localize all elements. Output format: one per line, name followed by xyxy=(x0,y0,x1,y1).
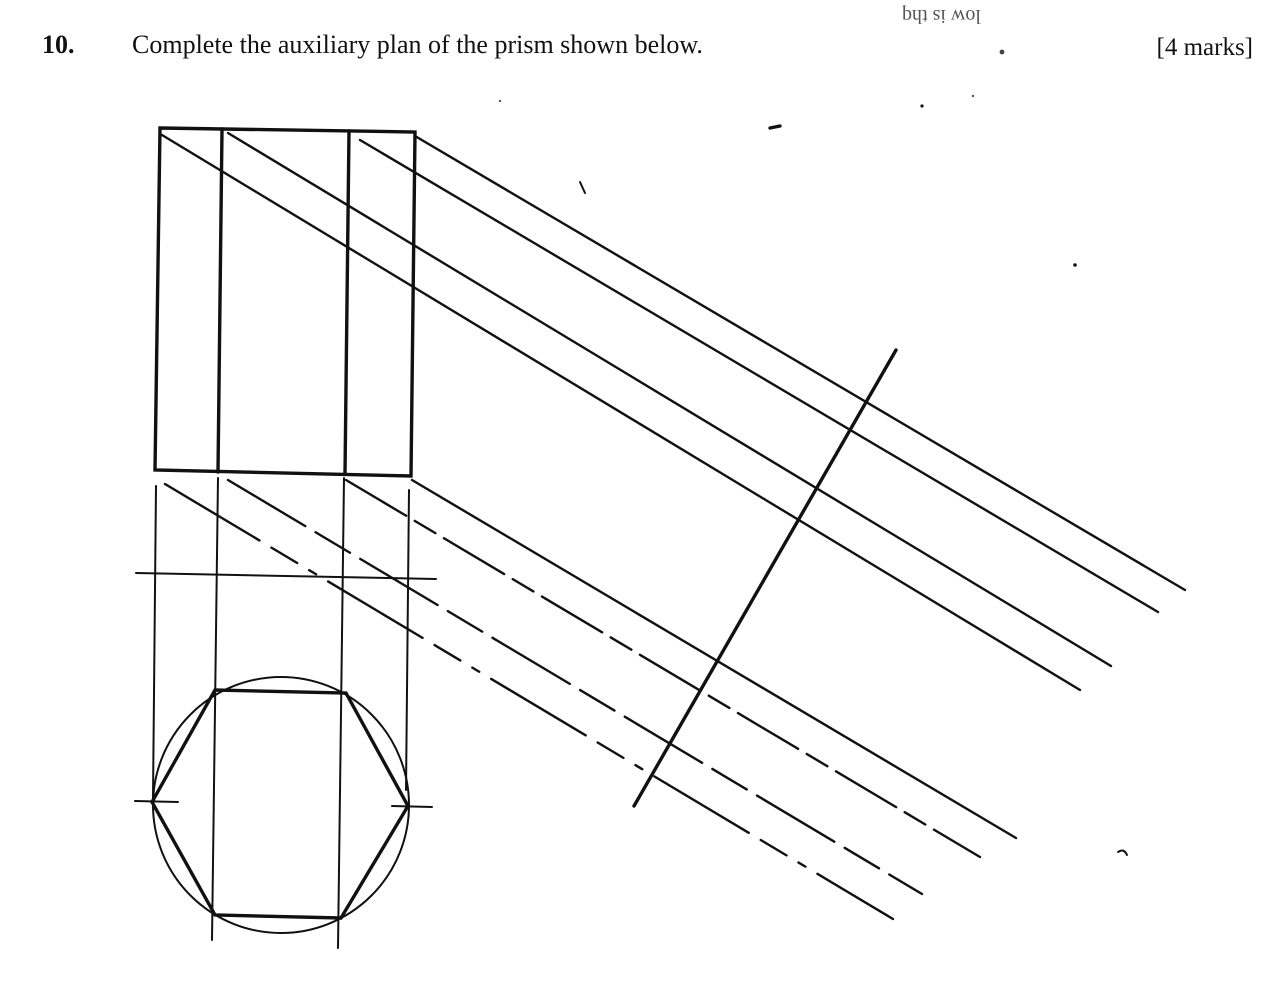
elevation-edge-right xyxy=(343,129,351,476)
stray-mark-1 xyxy=(768,124,782,130)
reference-line-xy xyxy=(135,572,437,580)
projector-upper-1 xyxy=(413,134,1187,592)
question-text: Complete the auxiliary plan of the prism… xyxy=(132,30,703,59)
inclined-projectors-upper xyxy=(160,131,1187,692)
projector-v2 xyxy=(211,477,219,941)
projector-lower-2 xyxy=(344,478,982,859)
projector-upper-2 xyxy=(358,138,1160,614)
plan-view xyxy=(134,676,433,934)
projector-lower-1 xyxy=(410,478,1018,840)
stray-dot-4 xyxy=(498,99,502,103)
projector-lower-3 xyxy=(226,478,924,896)
centre-tick-right xyxy=(391,805,433,808)
stray-dot-3 xyxy=(971,94,975,98)
marks-label: [4 marks] xyxy=(1156,34,1254,61)
stray-marks xyxy=(498,49,1128,856)
projector-upper-4 xyxy=(160,133,1082,692)
stray-dot-2 xyxy=(920,104,924,108)
elevation-outline xyxy=(153,126,417,478)
plan-hexagon xyxy=(150,688,410,920)
inclined-projectors-lower xyxy=(163,478,1018,921)
stray-dot-5 xyxy=(999,49,1005,55)
question-number: 10. xyxy=(42,30,75,59)
projector-upper-3 xyxy=(226,131,1113,668)
stray-mark-2 xyxy=(579,181,586,194)
elevation-edge-left xyxy=(216,127,224,474)
stray-mark-3 xyxy=(1117,849,1128,856)
front-elevation xyxy=(153,126,417,478)
projector-v4 xyxy=(405,489,410,791)
projector-lower-4 xyxy=(163,482,895,921)
centre-tick-left xyxy=(134,800,179,803)
stray-dot-1 xyxy=(1073,263,1077,267)
projector-v3 xyxy=(337,477,345,949)
plan-circle xyxy=(152,676,410,934)
auxiliary-reference-line xyxy=(632,348,898,808)
projector-v1 xyxy=(152,485,157,799)
vertical-projectors xyxy=(152,477,410,949)
